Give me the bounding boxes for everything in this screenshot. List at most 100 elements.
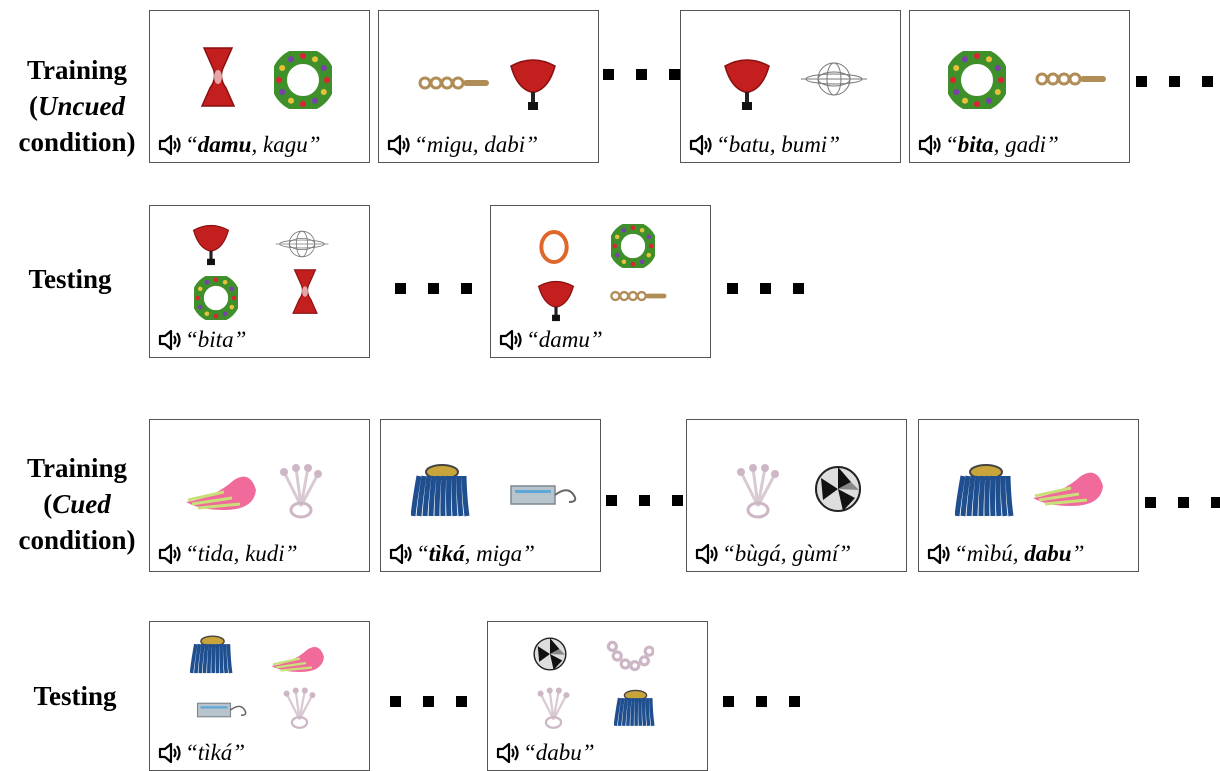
lilac-beads-object (606, 640, 655, 677)
ellipsis-dots (606, 495, 683, 506)
test-word: damu (538, 327, 590, 352)
cued-testing-trial-1: “tìká” (149, 621, 370, 771)
wire-sphere-object (799, 59, 869, 104)
uncued-testing-trial-2: “damu” (490, 205, 711, 358)
ellipsis-dots (603, 69, 680, 80)
lilac-branches-object (282, 686, 317, 735)
cued-training-trial-1: “tida, kudi” (149, 419, 370, 572)
uncued-training-trial-3: “batu, bumi” (680, 10, 901, 163)
row-label-testing-uncued: Testing (28, 264, 112, 294)
word: mìbú (966, 541, 1013, 566)
red-fan-object (537, 278, 575, 328)
bw-sphere-object (532, 636, 568, 677)
green-donut-object (608, 221, 658, 273)
lilac-branches-object (536, 686, 571, 735)
speaker-icon (689, 134, 712, 156)
test-word: bita (197, 327, 234, 352)
ellipsis-dots (395, 283, 472, 294)
training-caption: “tìká, miga” (389, 541, 535, 567)
blue-mop-object (954, 462, 1017, 525)
training-caption: “tida, kudi” (158, 541, 297, 567)
uncued-training-trial-2: “migu, dabi” (378, 10, 599, 163)
testing-caption: “damu” (499, 327, 603, 353)
test-word: dabu (535, 740, 582, 765)
orange-ring-object (537, 228, 571, 271)
tan-chain-object (1034, 69, 1108, 94)
cued-training-trial-4: “mìbú, dabu” (918, 419, 1139, 572)
word: bumi (781, 132, 828, 157)
red-hourglass-object (198, 46, 238, 113)
green-donut-object (271, 48, 335, 114)
silver-usb-object (509, 482, 581, 513)
row-label-testing-cued: Testing (33, 681, 117, 711)
ellipsis-dots (723, 696, 800, 707)
speaker-icon (158, 742, 181, 764)
wire-sphere-object (274, 228, 330, 265)
word: bùgá (734, 541, 781, 566)
pink-wing-object (270, 642, 327, 680)
red-hourglass-object (290, 268, 320, 320)
speaker-icon (387, 134, 410, 156)
word: migu (426, 132, 473, 157)
red-fan-object (192, 222, 230, 272)
tan-chain-object (417, 73, 491, 98)
training-caption: “bita, gadi” (918, 132, 1059, 158)
ellipsis-dots (1145, 497, 1220, 508)
row-label-training-uncued: Training (Uncued condition) (18, 55, 136, 157)
word: miga (476, 541, 523, 566)
word: gadi (1005, 132, 1046, 157)
bw-sphere-object (813, 464, 863, 519)
green-donut-object (945, 48, 1009, 114)
cued-testing-trial-2: “dabu” (487, 621, 708, 771)
uncued-testing-trial-1: “bita” (149, 205, 370, 358)
green-donut-object (191, 273, 241, 325)
ellipsis-dots (390, 696, 467, 707)
testing-caption: “dabu” (496, 740, 595, 766)
pink-wing-object (1031, 466, 1107, 515)
training-caption: “damu, kagu” (158, 132, 321, 158)
word: dabi (484, 132, 526, 157)
training-caption: “migu, dabi” (387, 132, 538, 158)
speaker-icon (927, 543, 950, 565)
silver-usb-object (196, 700, 250, 725)
pink-wing-object (184, 470, 260, 519)
lilac-branches-object (278, 462, 324, 525)
blue-mop-object (189, 634, 235, 681)
target-word: dabu (1024, 541, 1072, 566)
ellipsis-dots (1136, 76, 1213, 87)
speaker-icon (158, 329, 181, 351)
word: tida (197, 541, 234, 566)
speaker-icon (496, 742, 519, 764)
lilac-branches-object (735, 462, 781, 525)
target-word: tìká (428, 541, 465, 566)
word: gùmí (792, 541, 839, 566)
red-fan-object (509, 56, 557, 117)
speaker-icon (499, 329, 522, 351)
word: kagu (262, 132, 308, 157)
testing-caption: “tìká” (158, 740, 245, 766)
speaker-icon (158, 543, 181, 565)
cued-training-trial-3: “bùgá, gùmí” (686, 419, 907, 572)
word: batu (728, 132, 770, 157)
target-word: damu (197, 132, 252, 157)
uncued-training-trial-4: “bita, gadi” (909, 10, 1130, 163)
test-word: tìká (197, 740, 233, 765)
speaker-icon (918, 134, 941, 156)
speaker-icon (695, 543, 718, 565)
row-label-training-cued: Training (Cued condition) (18, 453, 136, 555)
training-caption: “bùgá, gùmí” (695, 541, 851, 567)
blue-mop-object (613, 688, 657, 734)
training-caption: “mìbú, dabu” (927, 541, 1084, 567)
testing-caption: “bita” (158, 327, 246, 353)
target-word: bita (957, 132, 994, 157)
blue-mop-object (410, 462, 473, 525)
speaker-icon (158, 134, 181, 156)
speaker-icon (389, 543, 412, 565)
ellipsis-dots (727, 283, 804, 294)
red-fan-object (723, 56, 771, 117)
word: kudi (245, 541, 285, 566)
uncued-training-trial-1: “damu, kagu” (149, 10, 370, 163)
cued-training-trial-2: “tìká, miga” (380, 419, 601, 572)
training-caption: “batu, bumi” (689, 132, 840, 158)
tan-chain-object (609, 288, 668, 309)
